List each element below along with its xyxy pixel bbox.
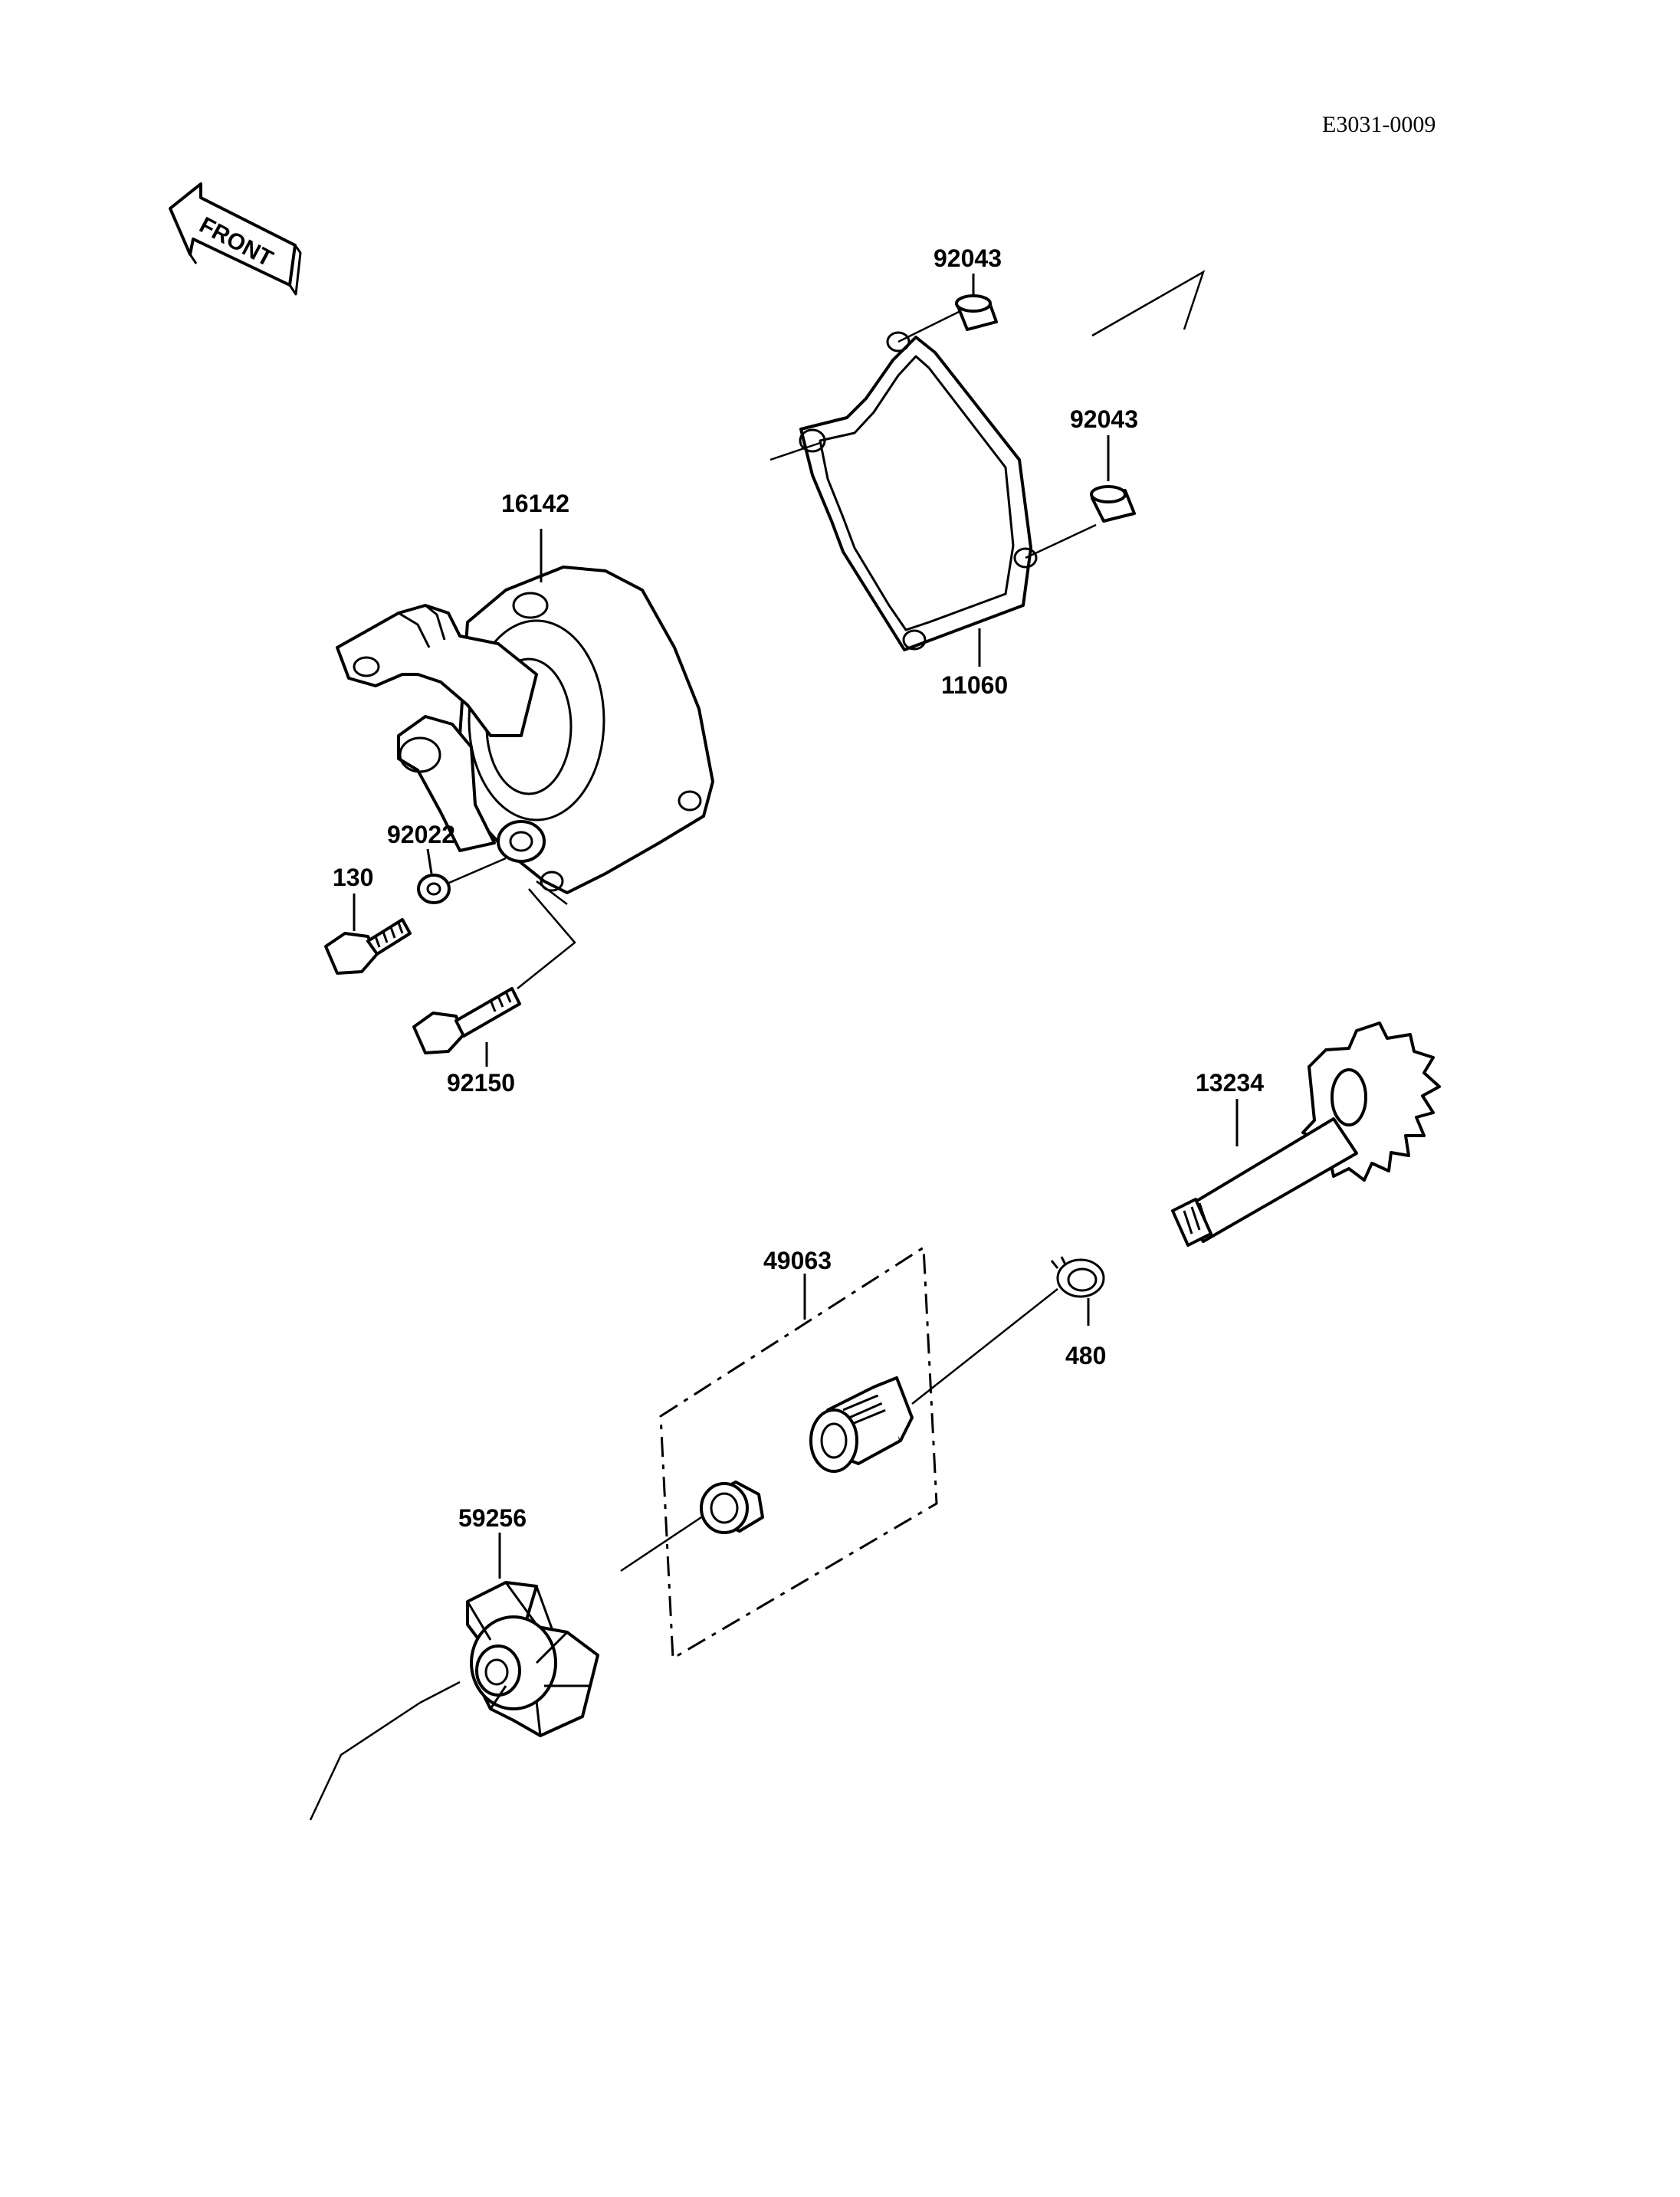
axis-line-impeller: [620, 1516, 702, 1572]
pin-upper: [955, 294, 998, 331]
axis-upper: [1091, 270, 1206, 337]
axis-line-shaft: [911, 1288, 1058, 1405]
seal-set-group-box: [659, 1245, 938, 1661]
circlip: [1050, 1256, 1105, 1298]
pump-cover: [336, 566, 714, 894]
label-washer: 92022: [387, 821, 455, 848]
label-gasket: 11060: [941, 671, 1008, 699]
mechanical-seal: [809, 1376, 914, 1473]
diagram-code: E3031-0009: [1322, 112, 1436, 137]
axis-lower: [309, 1701, 421, 1821]
gasket-pin-line-upper: [769, 309, 963, 461]
washer-bolt-line: [448, 857, 507, 884]
label-pump-cover: 16142: [501, 490, 569, 517]
impeller: [466, 1581, 599, 1737]
label-shaft-gear: 13234: [1196, 1069, 1264, 1097]
bolt-long-line: [517, 880, 576, 989]
label-impeller: 59256: [458, 1504, 527, 1532]
label-seal-set: 49063: [763, 1247, 832, 1274]
bolt-long: [412, 987, 521, 1054]
label-bolt: 130: [333, 864, 373, 891]
label-pin-lower: 92043: [1070, 405, 1138, 433]
axis-line-impeller-left: [419, 1681, 461, 1704]
shaft-gear: [1171, 1021, 1441, 1247]
label-pin-upper: 92043: [934, 244, 1002, 272]
label-bolt-long: 92150: [447, 1069, 515, 1097]
pin-lower: [1090, 485, 1136, 523]
washer: [417, 874, 451, 904]
gasket: [799, 331, 1038, 651]
label-circlip: 480: [1065, 1342, 1106, 1369]
gasket-pin-line-lower: [1025, 523, 1097, 559]
leader-washer: [426, 848, 433, 874]
seal-ring: [700, 1481, 764, 1534]
bolt: [324, 918, 412, 975]
front-arrow-icon: FRONT: [169, 182, 302, 296]
